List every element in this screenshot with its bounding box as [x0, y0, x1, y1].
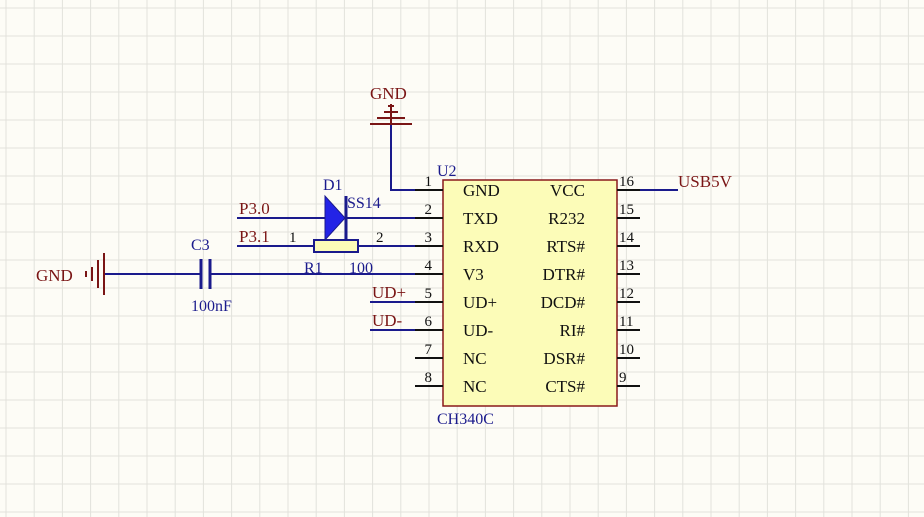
ic-part-number: CH340C [437, 411, 494, 428]
wire-gnd-top [390, 124, 415, 191]
ic-pin-name: NC [463, 349, 487, 368]
ic-pin-name: CTS# [545, 377, 585, 396]
ic-pin-number: 13 [619, 258, 634, 274]
ic-pin-number: 7 [425, 342, 433, 358]
ic-pin-name: DTR# [543, 265, 586, 284]
ic-pin-number: 4 [425, 258, 433, 274]
ic-pin-number: 5 [425, 286, 433, 302]
net-label-p31: P3.1 [239, 227, 270, 246]
ic-pin-number: 9 [619, 370, 627, 386]
ic-pin-number: 12 [619, 286, 634, 302]
diode-value: SS14 [347, 195, 381, 212]
ic-pin-name: RTS# [546, 237, 585, 256]
ic-pin-name: VCC [550, 181, 585, 200]
ic-pin-number: 1 [425, 174, 433, 190]
resistor-pin1: 1 [289, 230, 297, 246]
ic-pin-number: 11 [619, 314, 633, 330]
net-label-p30: P3.0 [239, 199, 270, 218]
ic-pin-number: 6 [425, 314, 433, 330]
ic-pin-number: 10 [619, 342, 634, 358]
ic-pin-name: RXD [463, 237, 499, 256]
ic-pin-name: RI# [560, 321, 586, 340]
gnd-symbol-top[interactable] [370, 104, 412, 125]
ic-pin-number: 8 [425, 370, 433, 386]
net-label-udp: UD+ [372, 283, 406, 302]
ic-pin-name: GND [463, 181, 500, 200]
resistor-r1[interactable] [313, 239, 359, 253]
capacitor-designator: C3 [191, 237, 210, 254]
diode-d1[interactable] [324, 194, 348, 242]
ic-pin-name: DSR# [543, 349, 585, 368]
capacitor-value: 100nF [191, 298, 232, 315]
ic-pin-name: TXD [463, 209, 498, 228]
net-label-usb5v: USB5V [678, 172, 733, 191]
ic-pin-number: 15 [619, 202, 634, 218]
diode-designator: D1 [323, 177, 343, 194]
net-label-gnd-top: GND [370, 84, 407, 103]
ic-designator: U2 [437, 163, 457, 180]
ic-pin-number: 16 [619, 174, 635, 190]
ic-pin-number: 3 [425, 230, 433, 246]
ic-pin-name: UD- [463, 321, 494, 340]
ic-pin-number: 2 [425, 202, 433, 218]
ic-pin-number: 14 [619, 230, 635, 246]
net-label-gnd-left: GND [36, 266, 73, 285]
ic-pin-name: R232 [548, 209, 585, 228]
gnd-symbol-left[interactable] [85, 253, 105, 295]
ic-pin-name: NC [463, 377, 487, 396]
resistor-pin2: 2 [376, 230, 384, 246]
resistor-value: 100 [349, 260, 373, 277]
capacitor-c3[interactable] [199, 259, 212, 289]
ic-pin-name: DCD# [541, 293, 586, 312]
ic-pin-name: V3 [463, 265, 484, 284]
ic-pin-name: UD+ [463, 293, 497, 312]
resistor-designator: R1 [304, 260, 323, 277]
net-label-udm: UD- [372, 311, 403, 330]
